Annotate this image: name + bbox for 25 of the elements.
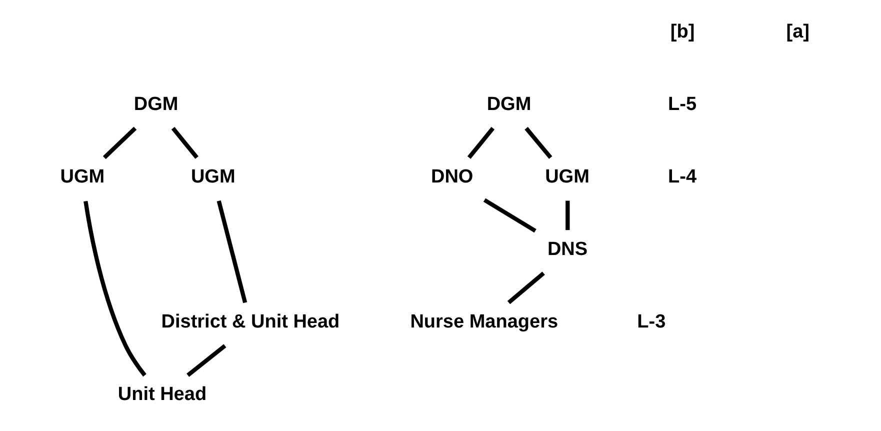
connector xyxy=(102,126,137,160)
connector xyxy=(216,200,248,304)
label: L-3 xyxy=(637,312,666,333)
node-text: UGM xyxy=(60,166,105,188)
node-text: DGM xyxy=(134,94,178,116)
label: L-5 xyxy=(668,94,697,116)
node-text: Nurse Managers xyxy=(410,312,558,333)
connector xyxy=(186,344,226,377)
connector xyxy=(566,200,570,230)
node-text: UGM xyxy=(190,166,236,188)
label: [a] xyxy=(786,22,810,43)
label: [b] xyxy=(670,22,695,43)
connector xyxy=(507,272,545,304)
label: L-4 xyxy=(668,166,697,188)
node-text: UGM xyxy=(545,166,590,188)
connector xyxy=(171,126,198,159)
node-text: District & Unit Head xyxy=(161,312,340,333)
connector xyxy=(524,126,552,159)
connector xyxy=(467,126,495,159)
node-text: DNO xyxy=(430,166,474,188)
node-text: Unit Head xyxy=(118,384,207,406)
connector xyxy=(483,198,536,233)
node-text: DGM xyxy=(486,94,532,116)
connector xyxy=(84,200,146,377)
node-text: DNS xyxy=(547,239,588,260)
